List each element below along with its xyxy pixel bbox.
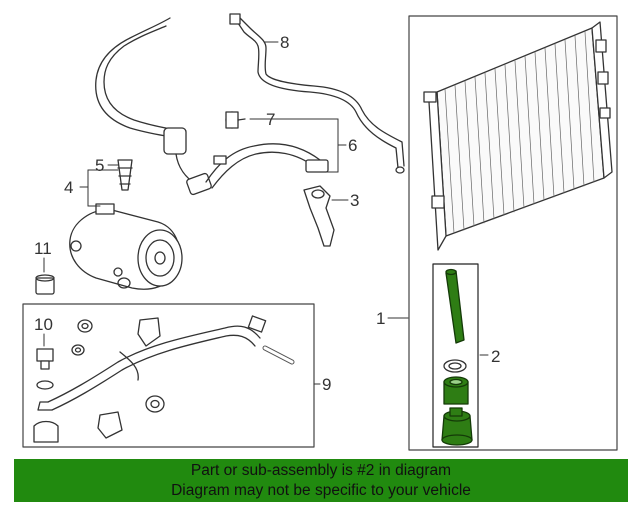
receiver-drier-highlight-box (432, 263, 479, 448)
suction-discharge-hose-icon[interactable] (95, 17, 329, 196)
hose-bracket-icon[interactable] (303, 185, 335, 247)
relief-valve-icon (117, 159, 133, 191)
banner-line-1: Part or sub-assembly is #2 in diagram (190, 462, 452, 479)
receiver-drier-icon[interactable] (441, 268, 473, 446)
leader-lines (43, 41, 489, 385)
callout-2: 2 (491, 347, 500, 366)
callout-1: 1 (376, 309, 385, 328)
pressure-switch-icon[interactable] (33, 317, 165, 443)
callout-7: 7 (266, 110, 275, 129)
callout-11: 11 (34, 239, 52, 258)
parts-diagram: 1 2 3 4 5 6 7 8 9 10 11 (22, 13, 618, 451)
callout-4: 4 (64, 178, 73, 197)
callout-8: 8 (280, 33, 289, 52)
callout-5: 5 (95, 156, 104, 175)
hose-kit-panel-frame (22, 303, 315, 448)
ac-condenser-icon[interactable] (423, 21, 613, 251)
compressor-bracket-icon (35, 274, 55, 295)
callout-3: 3 (350, 191, 359, 210)
condenser-panel-frame (408, 15, 618, 451)
callout-10: 10 (34, 315, 53, 334)
callout-9: 9 (322, 375, 331, 394)
pressure-transducer-icon[interactable] (225, 111, 246, 129)
liquid-line-icon[interactable] (229, 13, 405, 174)
ac-compressor-icon[interactable] (69, 203, 183, 290)
callout-labels: 1 2 3 4 5 6 7 8 9 10 11 (34, 33, 500, 394)
info-banner: Part or sub-assembly is #2 in diagram Di… (14, 459, 628, 502)
banner-line-2: Diagram may not be specific to your vehi… (171, 482, 471, 499)
refrigerant-line-icon[interactable] (37, 315, 295, 411)
callout-6: 6 (348, 136, 357, 155)
